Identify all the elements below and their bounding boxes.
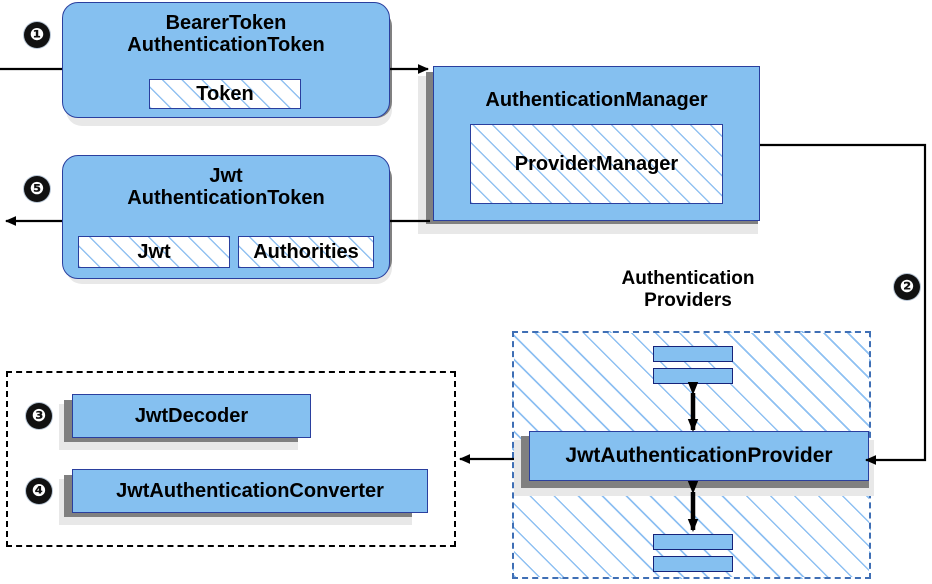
jwt-token-jwt-label: Jwt (137, 240, 171, 263)
jwt-authentication-provider-label: JwtAuthenticationProvider (565, 444, 833, 468)
jwt-decoder-label: JwtDecoder (134, 404, 249, 427)
provider-bar-top-1 (653, 346, 733, 362)
step-badge-4: ❹ (26, 478, 52, 504)
jwt-token-authorities-slot[interactable]: Authorities (238, 236, 374, 268)
jwt-authentication-converter-node[interactable]: JwtAuthenticationConverter (72, 469, 428, 513)
provider-bar-bottom-2 (653, 556, 733, 572)
authentication-manager-label: AuthenticationManager (485, 89, 708, 111)
bearer-token-token-slot[interactable]: Token (149, 79, 301, 109)
step-badge-4-label: ❹ (31, 480, 47, 501)
step-badge-2: ❷ (894, 274, 920, 300)
bearer-token-label-line1: BearerToken (165, 12, 287, 34)
provider-bar-top-2 (653, 368, 733, 384)
step-badge-3: ❸ (26, 403, 52, 429)
provider-bar-bottom-1 (653, 534, 733, 550)
authentication-providers-caption-line1: Authentication (621, 268, 755, 289)
provider-manager-slot[interactable]: ProviderManager (470, 124, 723, 204)
jwt-token-label-line2: AuthenticationToken (127, 187, 325, 210)
bearer-token-label-line2: AuthenticationToken (127, 34, 325, 57)
step-badge-1-label: ❶ (29, 24, 45, 45)
step-badge-3-label: ❸ (31, 405, 47, 426)
step-badge-5: ❺ (24, 176, 50, 202)
step-badge-2-label: ❷ (899, 276, 915, 297)
jwt-token-jwt-slot[interactable]: Jwt (78, 236, 230, 268)
authentication-providers-caption-line2: Providers (644, 289, 732, 311)
step-badge-1: ❶ (24, 22, 50, 48)
step-badge-5-label: ❺ (29, 178, 45, 199)
bearer-token-token-label: Token (196, 82, 254, 105)
authentication-providers-caption: Authentication Providers (560, 268, 816, 312)
jwt-token-authorities-label: Authorities (253, 240, 359, 263)
jwt-authentication-converter-label: JwtAuthenticationConverter (116, 479, 384, 502)
jwt-authentication-provider-node[interactable]: JwtAuthenticationProvider (529, 431, 869, 481)
jwt-token-label-line1: Jwt (209, 165, 243, 187)
provider-manager-label: ProviderManager (514, 152, 679, 175)
jwt-decoder-node[interactable]: JwtDecoder (72, 394, 311, 438)
